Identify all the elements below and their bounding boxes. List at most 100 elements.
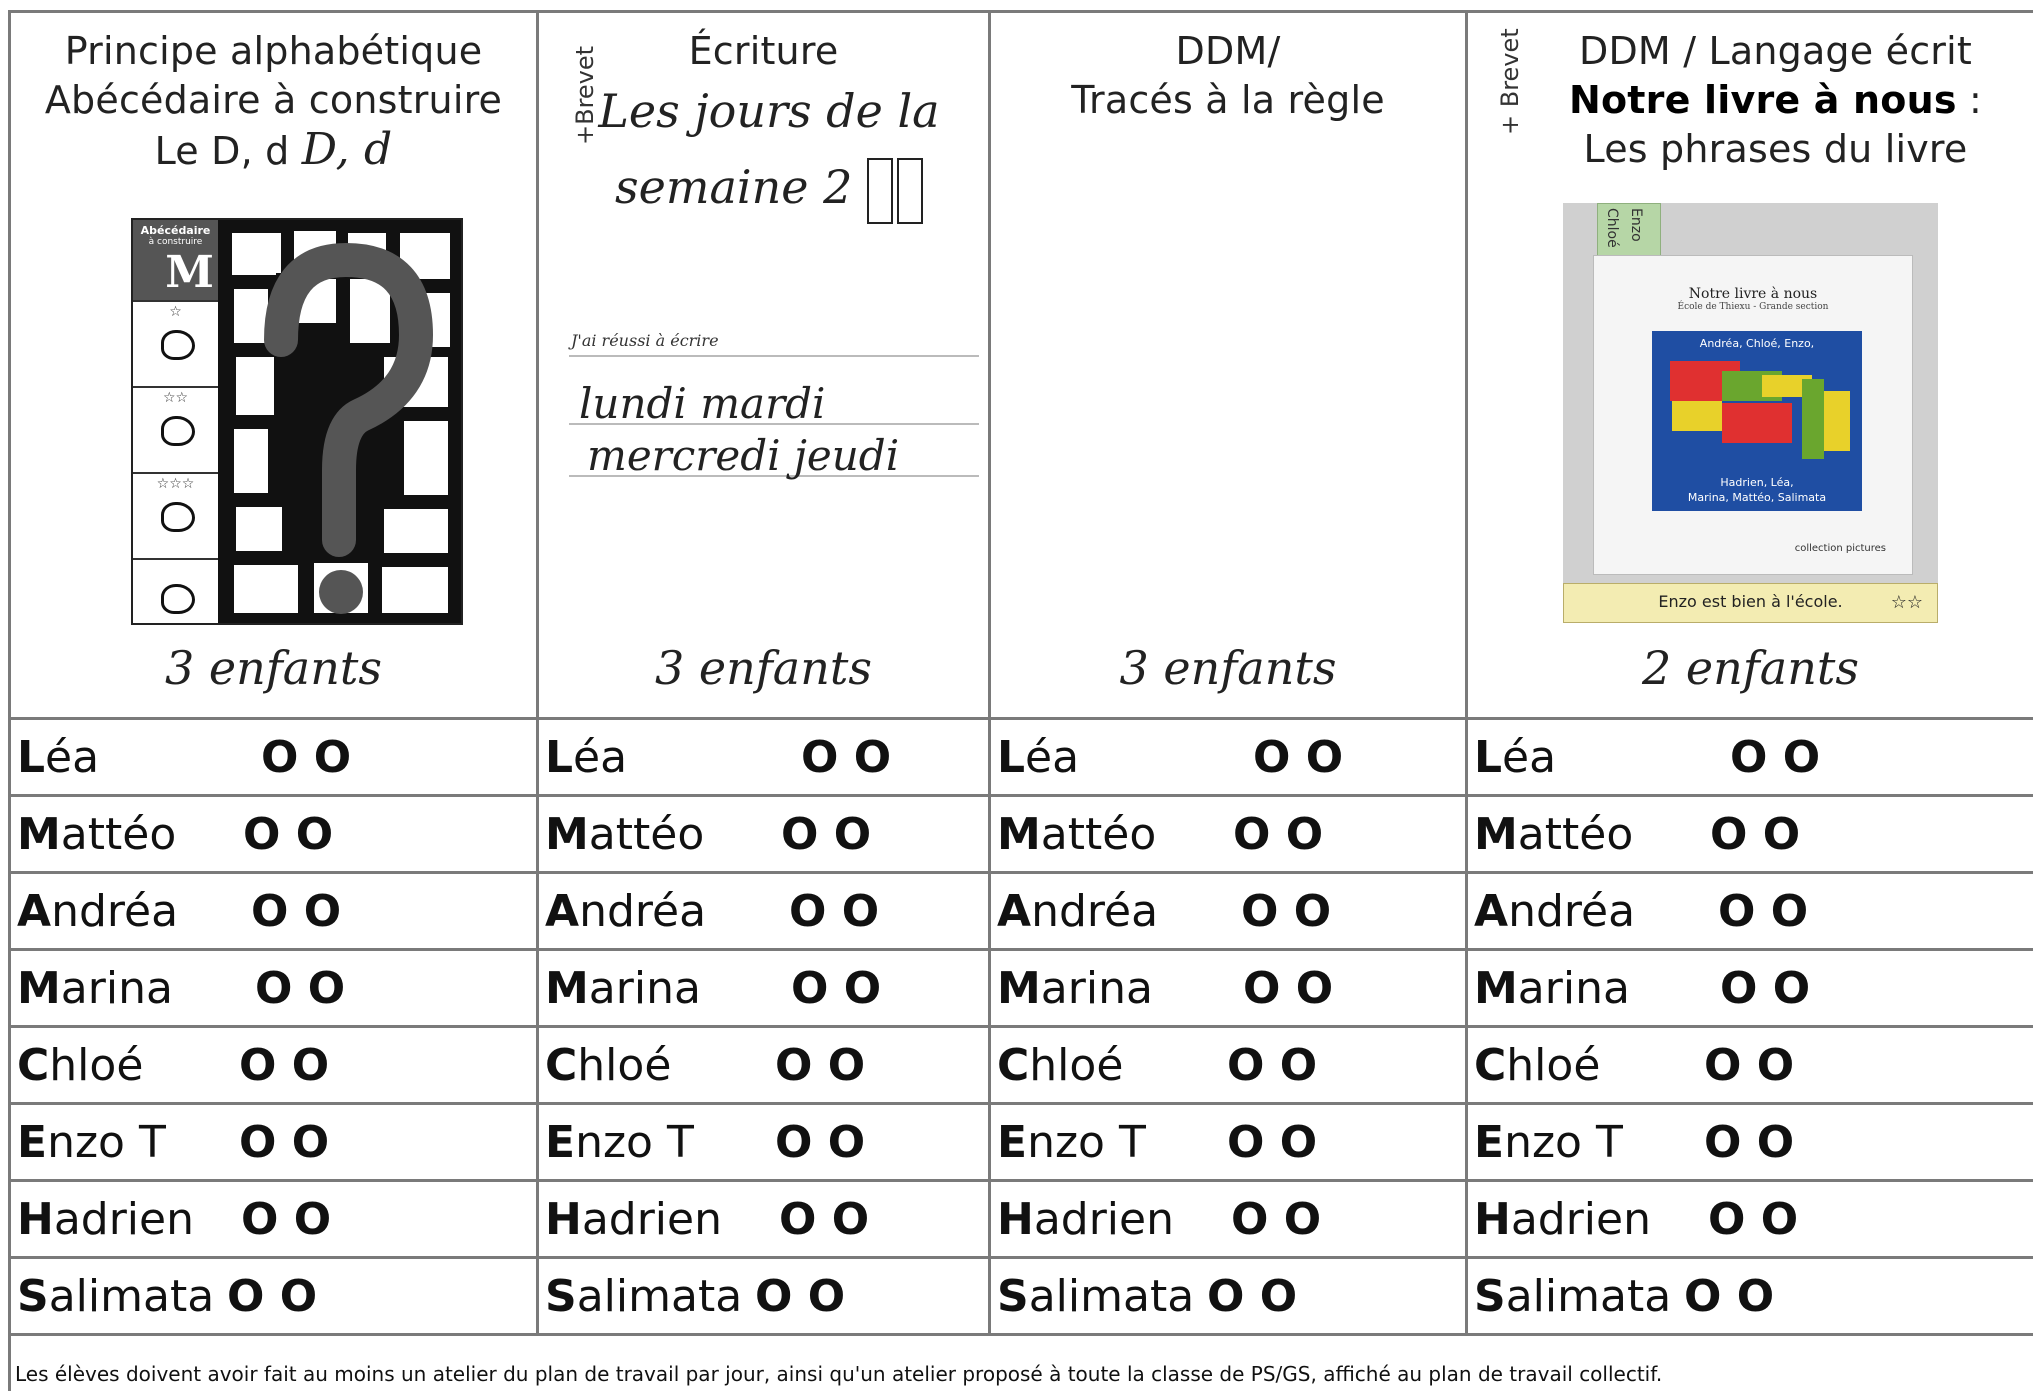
progress-circles[interactable]: O O [1233, 808, 1324, 860]
progress-circles[interactable]: O O [261, 731, 352, 783]
student-initial: M [997, 962, 1041, 1014]
student-initial: E [1474, 1116, 1505, 1168]
sentence-text: Enzo est bien à l'école. [1658, 592, 1843, 611]
student-name-rest: hloé [49, 1039, 144, 1091]
progress-circles[interactable]: O O [755, 1270, 846, 1322]
header-langage-ecrit: + Brevet DDM / Langage écrit Notre livre… [1468, 13, 2033, 720]
student-name-rest: ndréa [51, 885, 179, 937]
progress-circles[interactable]: O O [1718, 885, 1809, 937]
work-plan-table: Principe alphabétique Abécédaire à const… [11, 13, 2033, 1391]
student-name-rest: attéo [1517, 808, 1634, 860]
progress-circles[interactable]: O O [239, 1116, 330, 1168]
letters-prefix: Le D, d [154, 129, 290, 173]
progress-circles[interactable]: O O [1704, 1116, 1795, 1168]
progress-circles[interactable]: O O [789, 885, 880, 937]
sheet-caption: J'ai réussi à écrire [571, 331, 719, 350]
progress-circles[interactable]: O O [1720, 962, 1811, 1014]
book-subtitle: École de Thiexu - Grande section [1677, 302, 1829, 312]
progress-circles[interactable]: O O [227, 1270, 318, 1322]
progress-circles[interactable]: O O [1253, 731, 1344, 783]
digit-boxes [866, 158, 923, 224]
blank-box [133, 558, 218, 644]
student-initial: E [17, 1116, 48, 1168]
progress-circles[interactable]: O O [779, 1193, 870, 1245]
student-name-rest: nzo T [575, 1116, 694, 1168]
progress-circles[interactable]: O O [1243, 962, 1334, 1014]
progress-circles[interactable]: O O [775, 1116, 866, 1168]
student-initial: S [17, 1270, 49, 1322]
student-initial: M [1474, 808, 1518, 860]
book-tab: Chloé [1604, 208, 1620, 248]
header-alphabet: Principe alphabétique Abécédaire à const… [11, 13, 539, 720]
progress-circles[interactable]: O O [775, 1039, 866, 1091]
progress-circles[interactable]: O O [251, 885, 342, 937]
blob-shape [161, 584, 195, 614]
header-line: Écriture [688, 29, 839, 73]
header-ecriture: +Brevet Écriture Les jours de la semaine… [539, 13, 991, 720]
progress-circles[interactable]: O O [241, 1193, 332, 1245]
student-name-rest: arina [1040, 962, 1153, 1014]
student-initial: S [997, 1270, 1029, 1322]
student-initial: L [545, 731, 574, 783]
header-line: Principe alphabétique [64, 29, 483, 73]
student-name-rest: attéo [588, 808, 705, 860]
student-initial: H [17, 1193, 54, 1245]
abecedaire-big-letter: M [165, 247, 214, 298]
header-ddm-traces: DDM/ Tracés à la règle 3 enfants [991, 13, 1468, 720]
progress-circles[interactable]: O O [239, 1039, 330, 1091]
children-count: 3 enfants [1119, 641, 1337, 695]
student-initial: C [17, 1039, 50, 1091]
student-name-rest: attéo [1040, 808, 1157, 860]
student-name-rest: nzo T [1504, 1116, 1623, 1168]
progress-circles[interactable]: O O [1231, 1193, 1322, 1245]
footer-note: Les élèves doivent avoir fait au moins u… [11, 1336, 2033, 1391]
abecedaire-title: Abécédaire [140, 224, 211, 237]
star-icon: ☆☆ [1890, 592, 1923, 613]
progress-circles[interactable]: O O [801, 731, 892, 783]
progress-circles[interactable]: O O [1241, 885, 1332, 937]
student-name-rest: éa [1502, 731, 1557, 783]
progress-circles[interactable]: O O [1684, 1270, 1775, 1322]
progress-circles[interactable]: O O [1227, 1116, 1318, 1168]
book-bottom-names-2: Marina, Mattéo, Salimata [1687, 491, 1827, 504]
guide-line [569, 355, 979, 357]
book-image: Chloé Enzo Notre livre à nous École de T… [1563, 203, 1938, 623]
writing-title-line2: semaine 2 [579, 149, 959, 225]
progress-circles[interactable]: O O [255, 962, 346, 1014]
progress-circles[interactable]: O O [243, 808, 334, 860]
progress-circles[interactable]: O O [1708, 1193, 1799, 1245]
book-bottom-names: Hadrien, Léa, Marina, Mattéo, Salimata [1652, 475, 1862, 505]
student-name-rest: attéo [60, 808, 177, 860]
progress-circles[interactable]: O O [1207, 1270, 1298, 1322]
student-name-rest: ndréa [1031, 885, 1159, 937]
progress-circles[interactable]: O O [1730, 731, 1821, 783]
student-initial: L [17, 731, 46, 783]
progress-circles[interactable]: O O [781, 808, 872, 860]
digit-box [866, 158, 893, 224]
book-artwork: Andréa, Chloé, Enzo, Hadrien, Léa, Marin… [1652, 331, 1862, 511]
progress-circles[interactable]: O O [791, 962, 882, 1014]
student-initial: H [997, 1193, 1034, 1245]
blob-shape [161, 416, 195, 446]
header-line: DDM / Langage écrit [1579, 29, 1972, 73]
student-initial: A [997, 885, 1032, 937]
progress-circles[interactable]: O O [1710, 808, 1801, 860]
art-rect [1672, 401, 1722, 431]
star-icon: ☆ [169, 304, 182, 320]
writing-title-week: semaine 2 [615, 160, 853, 214]
progress-circles[interactable]: O O [1227, 1039, 1318, 1091]
progress-circles[interactable]: O O [1704, 1039, 1795, 1091]
student-initial: L [1474, 731, 1503, 783]
